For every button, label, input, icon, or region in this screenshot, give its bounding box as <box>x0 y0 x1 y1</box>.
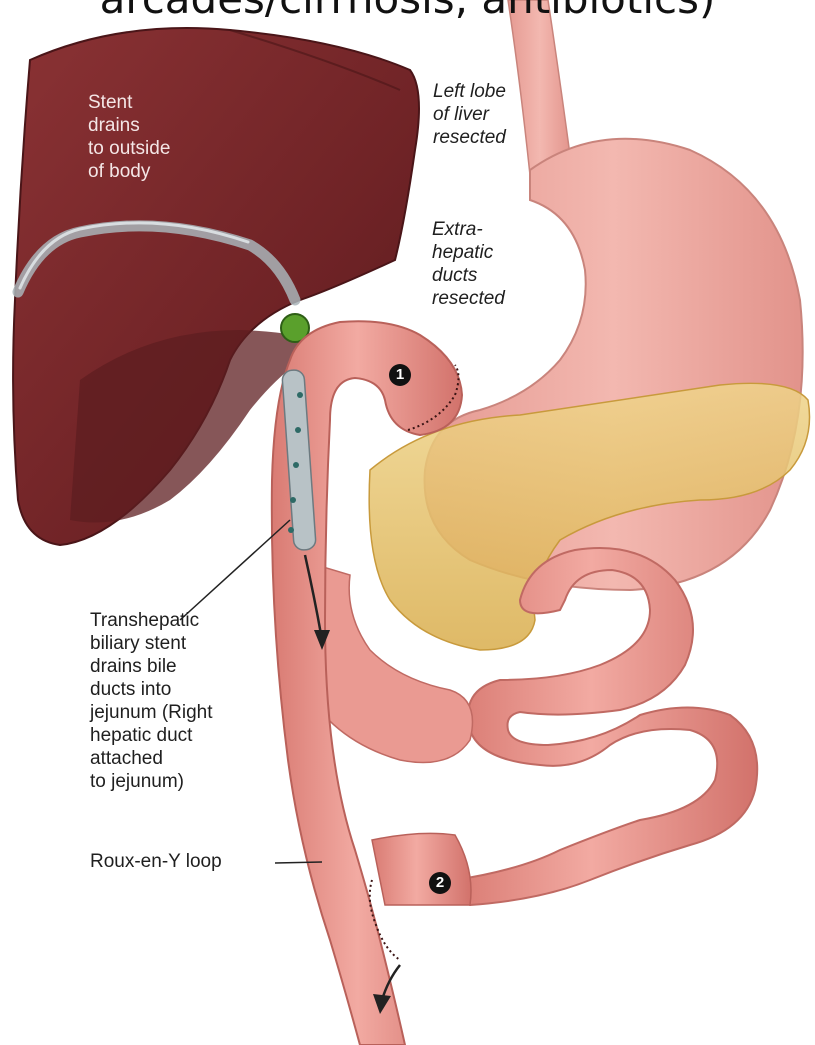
label-extrahepatic: Extra- hepatic ducts resected <box>432 218 505 310</box>
label-roux-en-y: Roux-en-Y loop <box>90 850 222 873</box>
jejunal-branch <box>372 833 471 905</box>
esophagus <box>508 0 572 175</box>
header-text: arcades/cirrhosis, antibiotics) <box>0 0 815 23</box>
label-transhepatic: Transhepatic biliary stent drains bile d… <box>90 609 213 793</box>
leader-roux <box>275 862 322 863</box>
marker-2: 2 <box>429 872 451 894</box>
marker-1: 1 <box>389 364 411 386</box>
label-left-lobe: Left lobe of liver resected <box>433 80 506 149</box>
label-stent-drains: Stent drains to outside of body <box>88 91 170 183</box>
